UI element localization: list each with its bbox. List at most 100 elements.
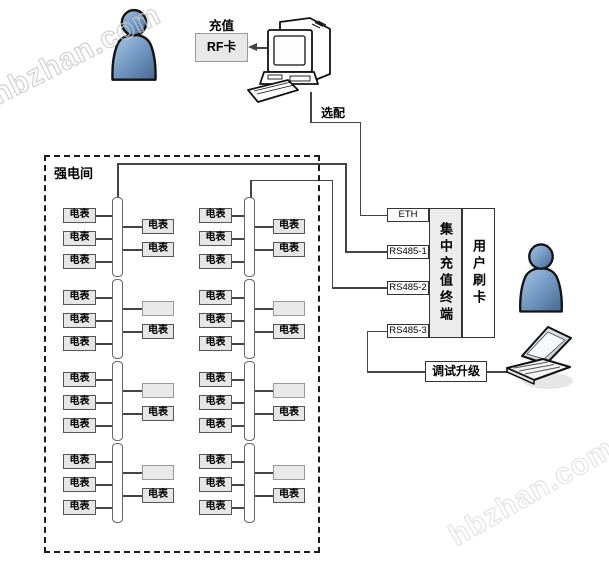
- desktop-computer-icon: [247, 17, 331, 103]
- blank-meter-box: [273, 301, 305, 316]
- optional-label: 选配: [321, 106, 346, 120]
- meter-box: 电表: [199, 254, 232, 269]
- wire: [96, 343, 112, 345]
- wire: [232, 484, 244, 486]
- wire: [96, 238, 112, 240]
- meter-box: 电表: [199, 372, 232, 387]
- wire: [366, 330, 368, 372]
- meter-box: 电表: [63, 372, 96, 387]
- port-rs485-3: RS485-3: [387, 324, 429, 338]
- meter-box: 电表: [273, 488, 305, 503]
- wire: [331, 180, 333, 289]
- bus-segment: [112, 197, 123, 277]
- blank-meter-box: [273, 383, 305, 398]
- meter-box: 电表: [199, 208, 232, 223]
- wire: [232, 507, 244, 509]
- meter-box: 电表: [63, 500, 96, 515]
- wire: [310, 92, 312, 123]
- user-icon: [519, 243, 563, 313]
- port-rs485-1: RS485-1: [387, 245, 429, 259]
- meter-box: 电表: [63, 208, 96, 223]
- wire: [123, 413, 142, 415]
- wire: [96, 484, 112, 486]
- wire: [232, 320, 244, 322]
- wire: [123, 308, 142, 310]
- wire: [359, 214, 387, 216]
- wire: [117, 163, 119, 198]
- wire: [255, 249, 273, 251]
- watermark-text: hbzhan.com: [443, 431, 609, 553]
- meter-box: 电表: [63, 254, 96, 269]
- wire: [232, 297, 244, 299]
- wire: [255, 413, 273, 415]
- bus-segment: [112, 443, 123, 523]
- wire: [345, 163, 347, 252]
- recharge-terminal-box: 集中充值终端: [429, 208, 462, 338]
- meter-box: 电表: [63, 477, 96, 492]
- wire: [96, 379, 112, 381]
- meter-box: 电表: [142, 406, 174, 421]
- wire: [123, 249, 142, 251]
- meter-box: 电表: [199, 395, 232, 410]
- wire: [232, 238, 244, 240]
- meter-box: 电表: [142, 324, 174, 339]
- strong-room-label: 强电间: [54, 166, 94, 181]
- debug-upgrade-box: 调试升级: [425, 361, 487, 382]
- wire: [487, 371, 513, 373]
- bus-segment: [112, 361, 123, 441]
- meter-box: 电表: [199, 336, 232, 351]
- wire: [123, 495, 142, 497]
- wire: [232, 425, 244, 427]
- wire: [310, 121, 360, 123]
- wire: [232, 215, 244, 217]
- meter-box: 电表: [142, 242, 174, 257]
- meter-box: 电表: [63, 395, 96, 410]
- meter-box: 电表: [273, 324, 305, 339]
- meter-box: 电表: [63, 336, 96, 351]
- meter-box: 电表: [142, 488, 174, 503]
- wire: [232, 461, 244, 463]
- arrow-to-rf-card: [248, 43, 257, 51]
- wire: [255, 331, 273, 333]
- rf-card-box: RF卡: [195, 33, 248, 62]
- meter-box: 电表: [63, 313, 96, 328]
- wire: [96, 297, 112, 299]
- meter-box: 电表: [63, 290, 96, 305]
- meter-box: 电表: [199, 313, 232, 328]
- wire: [250, 180, 252, 198]
- blank-meter-box: [142, 301, 174, 316]
- wire: [232, 343, 244, 345]
- bus-segment: [244, 443, 255, 523]
- wire: [96, 425, 112, 427]
- user-icon: [111, 8, 157, 81]
- meter-box: 电表: [199, 477, 232, 492]
- bus-segment: [244, 197, 255, 277]
- wire: [232, 261, 244, 263]
- wire: [250, 179, 332, 181]
- meter-box: 电表: [199, 231, 232, 246]
- laptop-icon: [506, 326, 573, 389]
- meter-box: 电表: [199, 454, 232, 469]
- wire: [123, 472, 142, 474]
- wire: [123, 226, 142, 228]
- wire: [96, 507, 112, 509]
- wire: [96, 402, 112, 404]
- wire: [117, 163, 346, 165]
- meter-box: 电表: [199, 418, 232, 433]
- meter-box: 电表: [273, 242, 305, 257]
- wire: [96, 320, 112, 322]
- blank-meter-box: [142, 383, 174, 398]
- wire: [331, 287, 387, 289]
- meter-box: 电表: [63, 418, 96, 433]
- wire: [123, 390, 142, 392]
- meter-box: 电表: [199, 290, 232, 305]
- wire: [255, 226, 273, 228]
- wire: [366, 330, 387, 332]
- wire: [96, 461, 112, 463]
- meter-box: 电表: [273, 406, 305, 421]
- blank-meter-box: [273, 465, 305, 480]
- wire: [232, 402, 244, 404]
- meter-box: 电表: [63, 454, 96, 469]
- wire: [123, 331, 142, 333]
